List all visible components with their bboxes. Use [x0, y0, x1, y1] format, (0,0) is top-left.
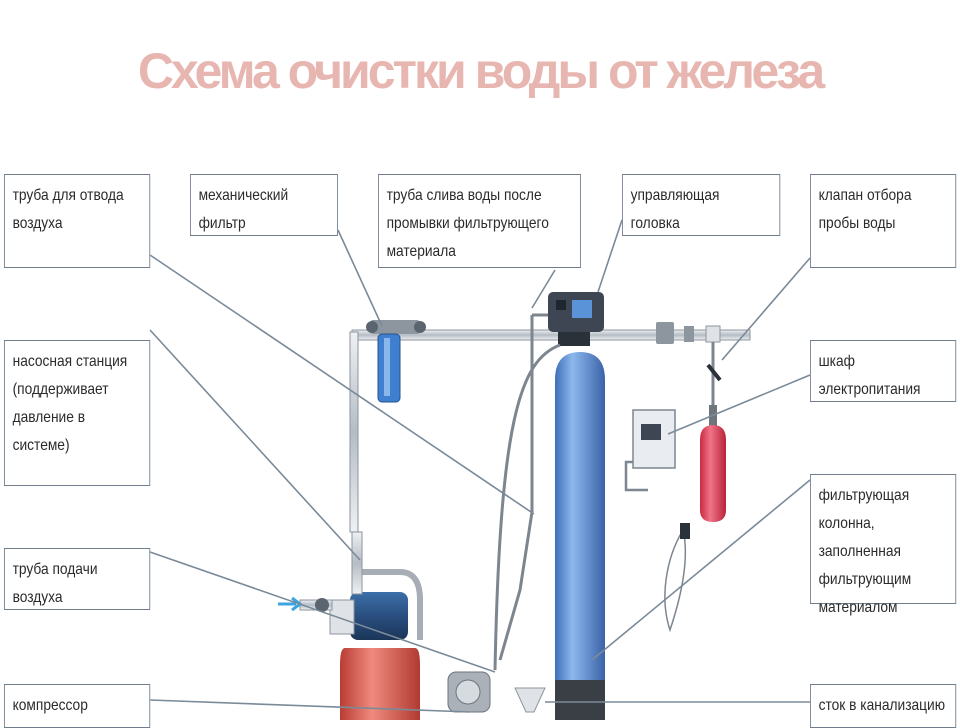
control-head — [548, 292, 604, 346]
leader-lines — [149, 219, 811, 713]
mechanical-filter — [366, 320, 426, 403]
drain-funnel — [514, 687, 546, 713]
label-compressor: компрессор — [4, 684, 151, 728]
label-sampling-valve: клапан отбора пробы воды — [810, 174, 957, 268]
label-air-supply-pipe: труба подачи воздуха — [4, 548, 151, 610]
sampling-valve-assembly — [656, 322, 722, 408]
power-cabinet — [624, 409, 690, 633]
label-pump-station: насосная станция (поддерживает давление … — [4, 340, 151, 486]
label-sewer-drain: сток в канализацию — [810, 684, 957, 728]
compressor — [447, 671, 491, 713]
label-backwash-drain-pipe: труба слива воды после промывки фильтрую… — [378, 174, 581, 268]
drain-pipe — [493, 313, 561, 671]
label-mechanical-filter: механический фильтр — [190, 174, 338, 236]
label-control-head: управляющая головка — [622, 174, 781, 236]
pump-station — [299, 531, 423, 720]
filter-column — [555, 352, 605, 720]
expansion-bottle — [700, 405, 726, 522]
label-power-cabinet: шкаф электропитания — [810, 340, 957, 402]
page-title: Схема очистки воды от железа — [137, 43, 825, 99]
label-air-vent-pipe: труба для отвода воздуха — [4, 174, 151, 268]
label-filter-column: фильтрующая колонна, заполненная фильтру… — [810, 474, 957, 616]
